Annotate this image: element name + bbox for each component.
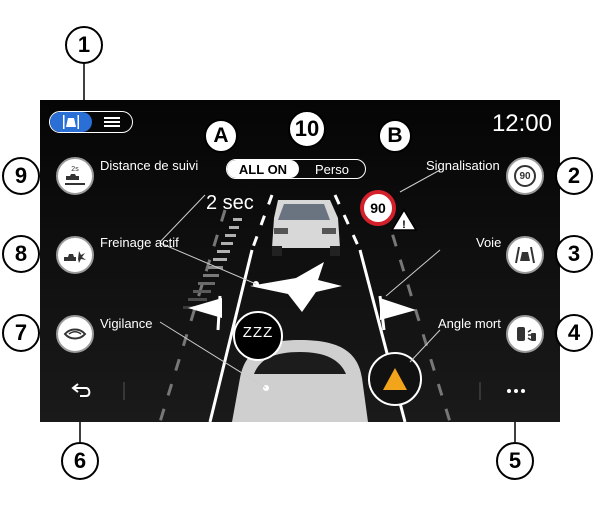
callout-10: 10 [288, 110, 326, 148]
sleep-bubble [233, 311, 283, 361]
list-view-tab[interactable] [92, 112, 132, 132]
back-button[interactable] [70, 380, 94, 400]
vigilance-label: Vigilance [100, 316, 153, 331]
blind-spot-label: Angle mort [438, 316, 501, 331]
braking-star [250, 262, 342, 312]
callout-6: 6 [61, 442, 99, 480]
svg-text:2s: 2s [71, 166, 79, 173]
lead-vehicle [272, 200, 340, 256]
host-vehicle [232, 340, 368, 422]
vigilance-button[interactable] [56, 315, 94, 353]
lane-button[interactable] [506, 236, 544, 274]
callout-8: 8 [2, 235, 40, 273]
callout-1: 1 [65, 26, 103, 64]
driving-view-tab[interactable] [50, 112, 92, 132]
right-lane-chevron [380, 298, 416, 320]
speed-limit-icon [514, 165, 536, 187]
callout-2: 2 [555, 157, 593, 195]
driving-view-icon [63, 115, 79, 129]
following-distance-label: Distance de suivi [100, 158, 199, 173]
more-button[interactable] [504, 384, 528, 396]
callout-9: 9 [2, 157, 40, 195]
signalisation-button[interactable]: 90 [506, 157, 544, 195]
callout-4: 4 [555, 314, 593, 352]
signalisation-label: Signalisation [426, 158, 500, 173]
following-distance-button[interactable]: 2s [56, 157, 94, 195]
blind-spot-button[interactable] [506, 315, 544, 353]
callout-5: 5 [496, 442, 534, 480]
label-leaders [159, 169, 441, 389]
lane-label: Voie [476, 235, 502, 250]
lane-markings [158, 194, 452, 422]
callout-b: B [378, 119, 412, 153]
following-distance-icon: 2s [65, 166, 85, 185]
speed-sign-value: 90 [370, 200, 386, 216]
active-braking-button[interactable] [56, 236, 94, 274]
preset-perso[interactable]: Perso [315, 161, 349, 177]
speed-limit-icon-text: 90 [519, 170, 531, 182]
view-mode-toggle[interactable] [49, 111, 133, 133]
speed-sign-warning: ! [360, 190, 418, 231]
sleep-glyph: ZZZ [242, 324, 274, 341]
callout-a: A [204, 119, 238, 153]
active-braking-label: Freinage actif [100, 235, 179, 250]
driver-vigilance-icon [63, 328, 87, 340]
blind-spot-icon [517, 327, 536, 341]
callout-3: 3 [555, 235, 593, 273]
road-scene: ! [40, 100, 560, 422]
callout-7: 7 [2, 314, 40, 352]
back-arrow-icon [71, 383, 91, 397]
preset-switch[interactable]: ALL ON Perso [226, 159, 366, 179]
left-lane-chevron [188, 298, 222, 318]
preset-all-on[interactable]: ALL ON [227, 160, 299, 178]
clock: 12:00 [491, 110, 552, 137]
following-distance-value: 2 sec [206, 192, 254, 214]
lane-keeping-icon [515, 246, 535, 264]
list-menu-icon [104, 117, 120, 127]
multimedia-screen: ! 90 ZZZ [40, 100, 560, 422]
blind-spot-warning [368, 352, 422, 406]
active-braking-icon [64, 251, 86, 263]
more-options-icon [507, 389, 525, 393]
svg-text:!: ! [402, 219, 406, 231]
